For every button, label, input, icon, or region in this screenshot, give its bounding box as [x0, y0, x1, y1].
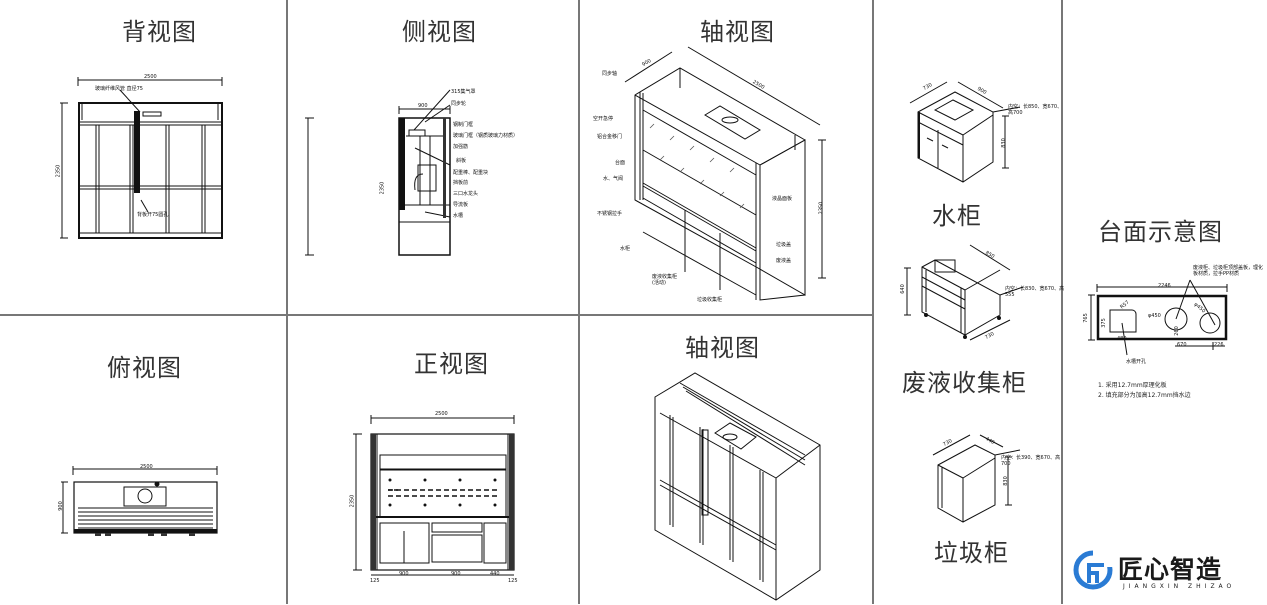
top-height-dim: 900: [57, 501, 64, 511]
side-view-title: 侧视图: [402, 18, 477, 46]
countertop-drawing: [1088, 279, 1228, 356]
waste-note: 内空：长830、宽670、高555: [1005, 286, 1065, 298]
side-callout: 斜板: [456, 158, 467, 164]
axial-callout: 空开急停: [593, 116, 614, 122]
back-height-dim: 2350: [55, 164, 62, 178]
back-duct: [134, 111, 140, 193]
axial-callout: 不锈钢拉手: [597, 211, 623, 217]
axial-callout: 台面: [615, 160, 626, 166]
divider-v2: [578, 0, 580, 604]
front-bottom-dim: 125: [370, 578, 380, 584]
back-callout-top: 玻璃纤维风管 直径75: [95, 86, 143, 92]
axial-callout: 垃圾收集柜: [697, 297, 723, 303]
side-callout: 玻璃门框（钢质玻璃力材质）: [453, 133, 519, 139]
waste-dim: 640: [899, 284, 906, 294]
countertop-width-dim: 2246: [1158, 283, 1171, 289]
axial-bottom-title: 轴视图: [685, 334, 760, 362]
divider-v4: [1061, 0, 1063, 604]
countertop-dim: 226: [1214, 342, 1224, 348]
waste-cabinet-drawing: [904, 244, 1024, 341]
divider-v1: [286, 0, 288, 604]
side-callout: 315集气罩: [451, 89, 476, 95]
countertop-dim: 670: [1177, 342, 1187, 348]
top-view-drawing: [61, 466, 218, 536]
top-view-title: 俯视图: [107, 354, 182, 382]
front-height-dim: 2350: [349, 494, 356, 508]
top-width-dim: 2500: [140, 464, 153, 470]
side-callout: 导流板: [453, 202, 469, 208]
axial-callout: 废液盖: [776, 258, 792, 264]
side-view-drawing: [305, 89, 451, 256]
water-cabinet-title: 水柜: [932, 202, 982, 230]
side-callout: 同步轮: [451, 101, 467, 107]
side-height-dim: 2350: [379, 181, 386, 195]
waste-cabinet-title: 废液收集柜: [902, 369, 1027, 397]
trash-note: 内空：长390、宽670、高700: [1001, 455, 1061, 467]
countertop-height-dim: 765: [1082, 313, 1089, 323]
side-callout: 三口水龙头: [453, 191, 479, 197]
front-view-title: 正视图: [414, 350, 489, 378]
front-bottom-dim: 900: [399, 571, 409, 577]
front-width-dim: 2500: [435, 411, 448, 417]
axial-callout: 水、气阀: [603, 176, 624, 182]
side-callout: 配重棒、配重块: [453, 170, 489, 176]
divider-v3: [872, 0, 874, 604]
back-view-drawing: [60, 77, 223, 239]
back-view-title: 背视图: [122, 18, 197, 46]
side-callout: 水槽: [453, 213, 464, 219]
axial-callout: 铝合金移门: [597, 134, 623, 140]
front-bottom-dim: 125: [508, 578, 518, 584]
countertop-title: 台面示意图: [1098, 218, 1223, 246]
trash-dim: 830: [1002, 476, 1009, 486]
axial-top-drawing: [624, 46, 826, 301]
trash-cabinet-drawing: [932, 434, 1021, 523]
water-note: 内空：长850、宽670、高700: [1008, 104, 1063, 116]
axial-callout: 废液收集柜 (活动): [652, 274, 678, 286]
axial-callout: 同步轴: [602, 71, 618, 77]
side-callout: 挡板前: [453, 180, 469, 186]
axial-top-title: 轴视图: [700, 18, 775, 46]
axial-height-dim: 2350: [818, 201, 825, 215]
water-dim: 830: [1000, 138, 1007, 148]
logo-name: 匠心智造: [1118, 555, 1223, 584]
axial-callout: 水柜: [620, 246, 631, 252]
trash-cabinet-title: 垃圾柜: [934, 539, 1009, 567]
countertop-dim: 480: [1117, 336, 1127, 342]
divider-h: [0, 314, 873, 316]
countertop-dim: 260: [1173, 326, 1180, 336]
back-callout-bottom: 背板开75圆孔: [137, 212, 169, 218]
water-cabinet-drawing: [909, 81, 1021, 183]
side-width-dim: 900: [418, 103, 428, 109]
countertop-callout: 废液柜、垃圾柜顶部盖板，理化板材质，拉手PP材质: [1193, 265, 1264, 277]
axial-callout: 垃圾盖: [776, 242, 792, 248]
countertop-dim: 375: [1100, 318, 1107, 328]
logo-mark-icon: [1073, 549, 1115, 590]
front-bottom-dim: 900: [451, 571, 461, 577]
back-width-dim: 2500: [144, 74, 157, 80]
side-callout: 钢制门框: [453, 122, 474, 128]
axial-callout: 液晶面板: [772, 196, 793, 202]
countertop-dim: φ450: [1148, 313, 1161, 319]
front-bottom-dim: 440: [490, 571, 500, 577]
countertop-note: 1. 采用12.7mm厚理化板: [1098, 382, 1167, 389]
logo-subtitle: JIANGXIN ZHIZAO: [1123, 583, 1236, 590]
countertop-note: 2. 填充部分为加高12.7mm挡水边: [1098, 392, 1191, 399]
side-callout: 加强筋: [453, 144, 469, 150]
axial-bottom-drawing: [654, 372, 821, 601]
sink-label: 水槽开孔: [1126, 359, 1147, 365]
front-view-drawing: [353, 415, 515, 576]
